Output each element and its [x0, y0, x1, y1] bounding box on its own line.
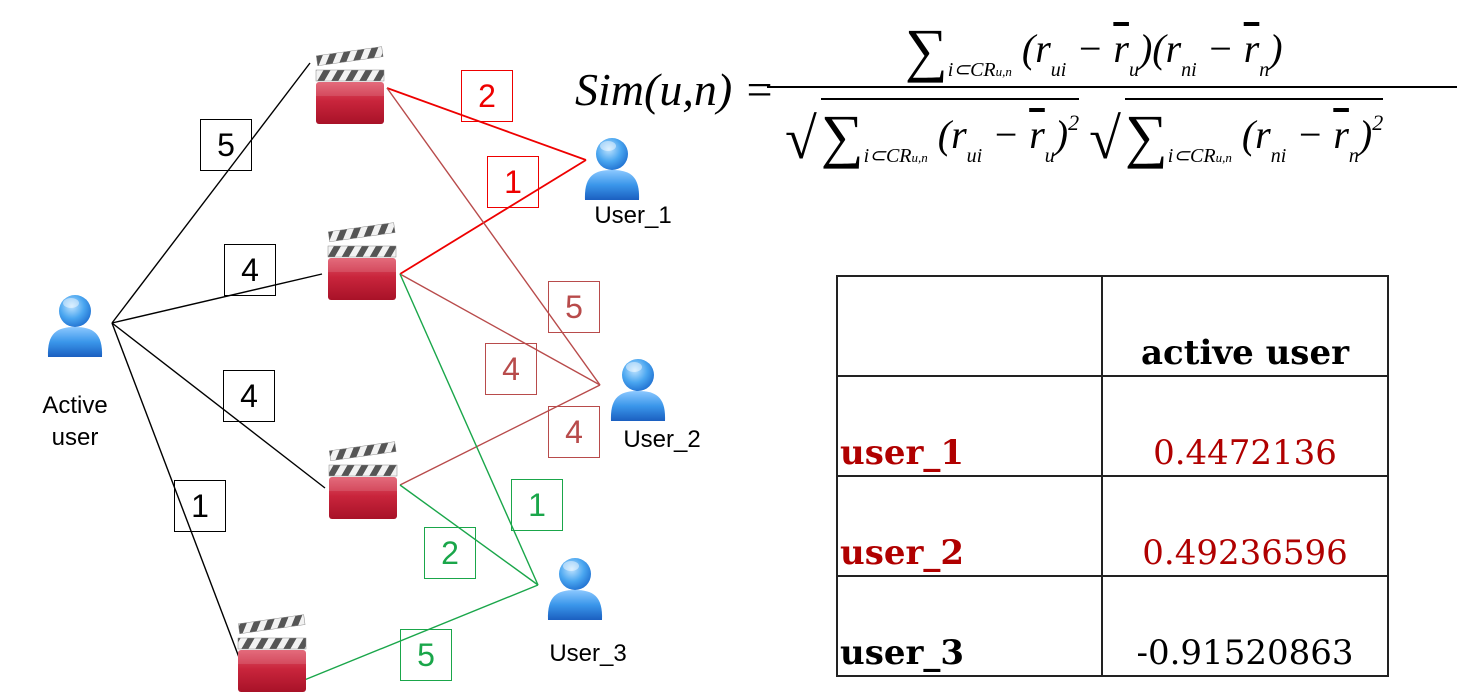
- formula-lhs: Sim(u,n) =: [575, 64, 775, 115]
- table-header-cell: active user: [1101, 275, 1389, 377]
- table-row: user_1 0.4472136: [836, 375, 1389, 477]
- term-u-sub: ui: [966, 145, 983, 167]
- fraction-bar: [767, 86, 1457, 88]
- rating-edge: [291, 584, 539, 686]
- formula-numerator: ∑i⊂CRu,n (rui − ru)(rni − rn): [905, 17, 1283, 83]
- sum-symbol: ∑: [1124, 103, 1168, 169]
- sum-subscript-sub: u,n: [911, 150, 928, 165]
- rating-box: 1: [174, 480, 226, 532]
- rating-edge: [399, 384, 601, 486]
- active-user-label-line2: user: [51, 424, 99, 451]
- similarity-formula: Sim(u,n) = ∑i⊂CRu,n (rui − ru)(rni − rn)…: [575, 8, 1465, 198]
- term-u-mean: r: [1113, 26, 1129, 71]
- term-u: (r: [1021, 26, 1051, 71]
- sum-subscript: i⊂CR: [863, 145, 912, 167]
- sqrt-symbol: √: [1089, 106, 1121, 171]
- rating-edge: [386, 87, 587, 161]
- term-n-sub: ni: [1181, 59, 1197, 81]
- rating-edge: [111, 322, 241, 661]
- rating-edge: [399, 273, 601, 386]
- user1-label: User_1: [594, 202, 672, 229]
- row-similarity-value: 0.4472136: [1101, 375, 1389, 477]
- user-icon: [47, 295, 103, 357]
- row-similarity-value: -0.91520863: [1101, 575, 1389, 677]
- sqrt-symbol: √: [785, 106, 817, 171]
- row-similarity-value: 0.49236596: [1101, 475, 1389, 577]
- rating-box: 2: [424, 527, 476, 579]
- sum-subscript: i⊂CR: [1167, 145, 1216, 167]
- term-u: (r: [937, 112, 967, 157]
- rating-box: 4: [223, 370, 275, 422]
- sum-symbol: ∑: [820, 103, 864, 169]
- term-n: (r: [1241, 112, 1271, 157]
- sum-subscript-sub: u,n: [1215, 150, 1232, 165]
- term-u-sub: ui: [1050, 59, 1067, 81]
- sum-subscript-sub: u,n: [995, 64, 1012, 79]
- power: 2: [1372, 110, 1384, 135]
- term-n-mean-sub: n: [1348, 145, 1359, 167]
- user-icon: [584, 138, 640, 200]
- table-row: user_3 -0.91520863: [836, 575, 1389, 677]
- row-user-name: user_2: [836, 475, 1103, 577]
- rating-edge: [111, 273, 323, 324]
- formula-denominator: √∑i⊂CRu,n (rui − ru)2 √∑i⊂CRu,n (rni − r…: [785, 98, 1384, 172]
- similarity-table: active user user_1 0.4472136 user_2 0.49…: [836, 275, 1389, 677]
- table-header-row: active user: [836, 275, 1389, 377]
- rating-box: 5: [400, 629, 452, 681]
- clapperboard-icon: [315, 46, 385, 124]
- active-user-label: Active user: [25, 390, 125, 454]
- rating-box: 4: [224, 244, 276, 296]
- sum-symbol: ∑: [905, 17, 948, 83]
- user3-label: User_3: [549, 640, 627, 667]
- rating-edge: [386, 87, 601, 386]
- rating-edge: [111, 322, 326, 489]
- rating-box: 4: [548, 406, 600, 458]
- clapperboard-icon: [328, 441, 398, 519]
- rating-edge: [399, 159, 587, 275]
- rating-box: 5: [548, 281, 600, 333]
- row-user-name: user_3: [836, 575, 1103, 677]
- term-n-mean: r: [1243, 26, 1260, 71]
- power: 2: [1068, 110, 1080, 135]
- row-user-name: user_1: [836, 375, 1103, 477]
- term-n-mean: r: [1333, 112, 1349, 157]
- active-user-label-line1: Active: [42, 392, 108, 419]
- user-icon: [610, 359, 666, 421]
- rating-box: 4: [485, 343, 537, 395]
- table-row: user_2 0.49236596: [836, 475, 1389, 577]
- rating-box: 5: [200, 119, 252, 171]
- clapperboard-icon: [237, 614, 307, 692]
- term-u-mean-sub: u: [1128, 59, 1139, 81]
- user2-label: User_2: [623, 426, 701, 453]
- rating-box: 1: [511, 479, 563, 531]
- term-n-sub: ni: [1270, 145, 1287, 167]
- rating-edge: [399, 484, 539, 586]
- term-n: (r: [1152, 26, 1182, 71]
- user-icon: [547, 558, 603, 620]
- sum-subscript: i⊂CR: [947, 59, 996, 81]
- table-header-cell: [836, 275, 1103, 377]
- rating-box: 2: [461, 70, 513, 122]
- rating-edge: [111, 62, 311, 324]
- term-n-mean-sub: n: [1259, 59, 1270, 81]
- term-u-mean: r: [1029, 112, 1045, 157]
- clapperboard-icon: [327, 222, 397, 300]
- term-u-mean-sub: u: [1044, 145, 1055, 167]
- rating-box: 1: [487, 156, 539, 208]
- rating-edge: [399, 273, 539, 586]
